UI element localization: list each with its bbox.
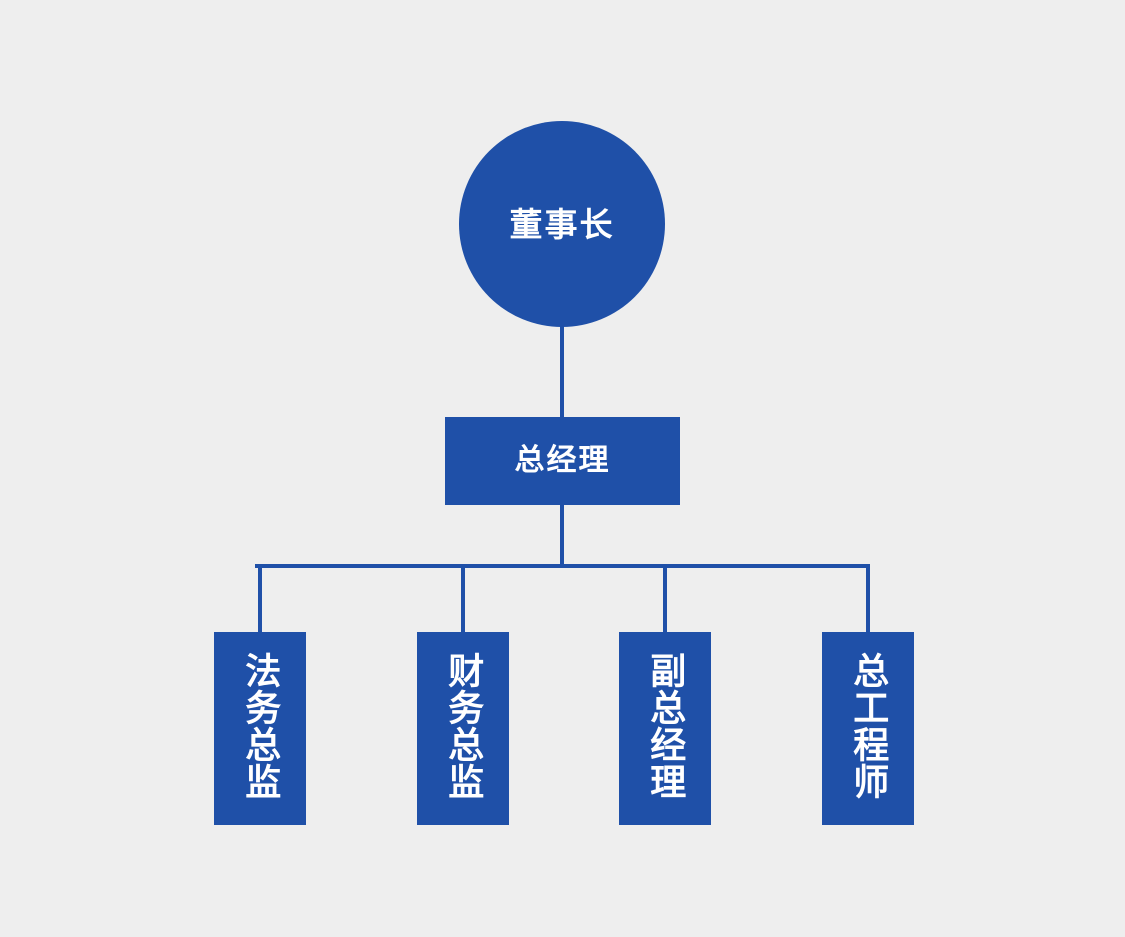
node-finance-director[interactable]: 财务总监 xyxy=(417,632,509,825)
node-deputy-general-manager[interactable]: 副总经理 xyxy=(619,632,711,825)
connector-bus-to-child-2 xyxy=(461,564,465,634)
node-legal-director-label: 法务总监 xyxy=(240,652,282,800)
connector-horizontal-bus xyxy=(255,564,869,568)
node-legal-director[interactable]: 法务总监 xyxy=(214,632,306,825)
node-chief-engineer-label: 总工程师 xyxy=(848,652,890,800)
node-chairman-label: 董事长 xyxy=(509,205,615,243)
node-general-manager[interactable]: 总经理 xyxy=(445,417,680,505)
node-chairman[interactable]: 董事长 xyxy=(459,121,665,327)
connector-bus-to-child-1 xyxy=(258,564,262,634)
connector-bus-to-child-4 xyxy=(866,564,870,634)
connector-root-to-gm xyxy=(560,325,564,419)
node-finance-director-label: 财务总监 xyxy=(443,652,485,800)
node-deputy-general-manager-label: 副总经理 xyxy=(645,652,687,800)
connector-bus-to-child-3 xyxy=(663,564,667,634)
node-chief-engineer[interactable]: 总工程师 xyxy=(822,632,914,825)
node-general-manager-label: 总经理 xyxy=(514,444,611,477)
connector-gm-to-bus xyxy=(560,503,564,566)
